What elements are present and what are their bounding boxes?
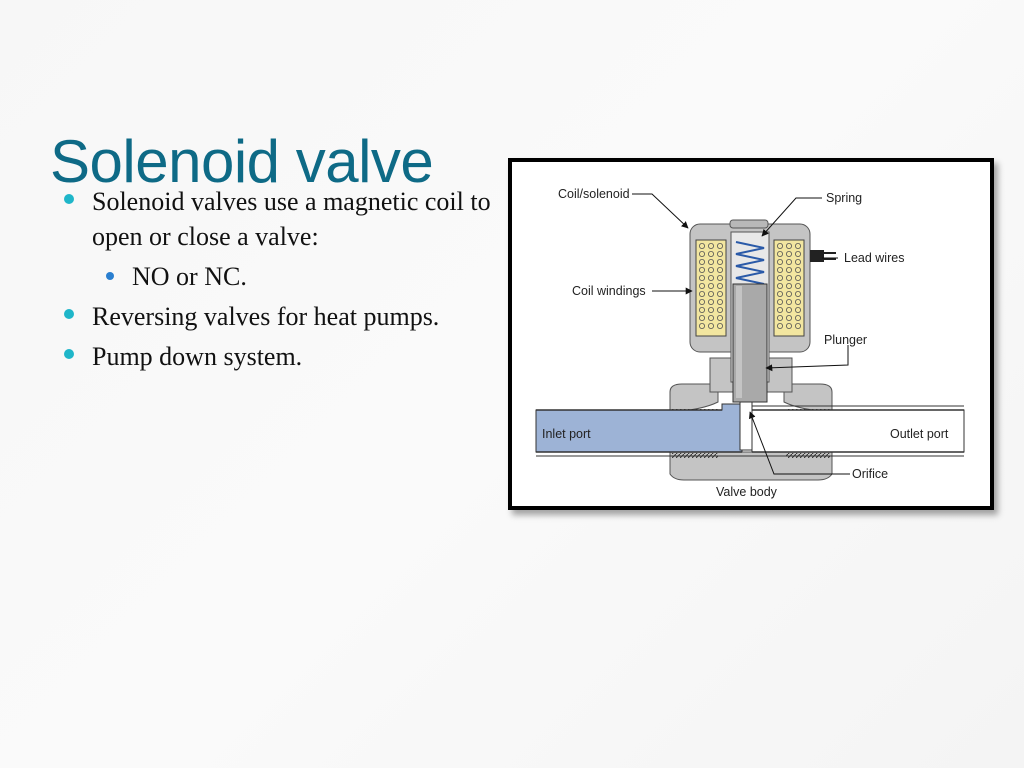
bullet-text: Reversing valves for heat pumps.: [92, 302, 440, 331]
bullet-dot-icon: [64, 309, 74, 319]
bullet-dot-icon: [64, 194, 74, 204]
label-lead-wires: Lead wires: [844, 251, 904, 265]
label-outlet-port: Outlet port: [890, 427, 949, 441]
solenoid-valve-diagram: Coil/solenoid Spring Lead wires Coil win…: [508, 158, 994, 510]
bullet-dot-icon: [106, 272, 114, 280]
lead-wire-connector: [810, 250, 824, 262]
label-coil-solenoid: Coil/solenoid: [558, 187, 630, 201]
bullet-dot-icon: [64, 349, 74, 359]
bullet-list: Solenoid valves use a magnetic coil to o…: [62, 184, 502, 379]
bullet-text: NO or NC.: [132, 262, 247, 291]
outlet-pipe: [536, 405, 965, 457]
label-valve-body: Valve body: [716, 485, 778, 499]
coil-housing: [689, 219, 836, 403]
orifice-seat: [739, 399, 753, 451]
spring-icon: [735, 241, 765, 285]
label-orifice: Orifice: [852, 467, 888, 481]
bullet-text: Solenoid valves use a magnetic coil to o…: [92, 187, 491, 251]
label-inlet-port: Inlet port: [542, 427, 591, 441]
label-spring: Spring: [826, 191, 862, 205]
label-coil-windings: Coil windings: [572, 284, 646, 298]
inlet-pipe: [535, 403, 743, 453]
label-plunger: Plunger: [824, 333, 867, 347]
bullet-item: Reversing valves for heat pumps.: [62, 299, 502, 334]
sub-bullet-item: NO or NC.: [62, 259, 502, 294]
slide-title: Solenoid valve: [50, 128, 434, 195]
bullet-text: Pump down system.: [92, 342, 303, 371]
bullet-item: Solenoid valves use a magnetic coil to o…: [62, 184, 502, 254]
bullet-item: Pump down system.: [62, 339, 502, 374]
